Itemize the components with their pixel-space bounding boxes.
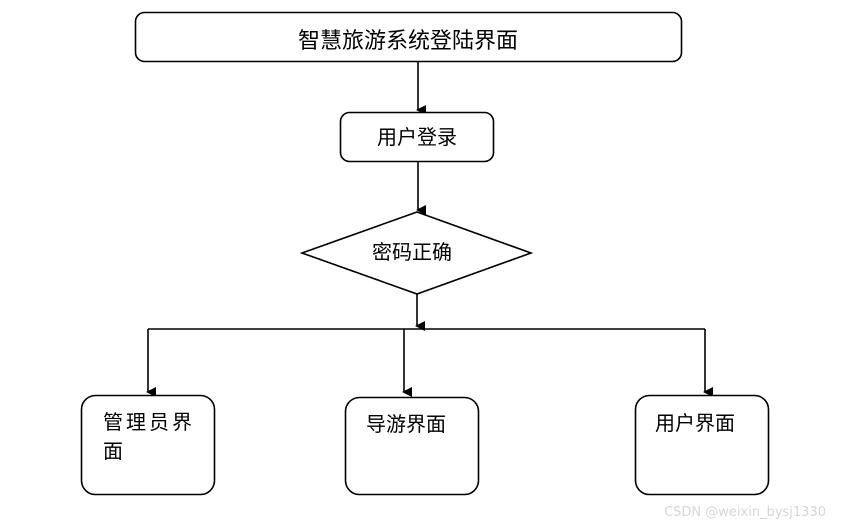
admin-box (80, 394, 216, 496)
login-box (339, 111, 495, 163)
guide-box (344, 396, 480, 496)
user-box (634, 394, 770, 496)
admin-label-line2: 面 (103, 439, 123, 463)
user-label: 用户界面 (655, 411, 735, 435)
title-box (134, 11, 683, 63)
admin-label-line1: 管理员界 (103, 410, 195, 434)
login-label: 用户登录 (377, 125, 457, 149)
watermark-text: CSDN @weixin_bysj1330 (664, 505, 826, 520)
title-label: 智慧旅游系统登陆界面 (298, 29, 518, 54)
decision-label: 密码正确 (372, 240, 452, 264)
guide-label: 导游界面 (366, 412, 446, 436)
